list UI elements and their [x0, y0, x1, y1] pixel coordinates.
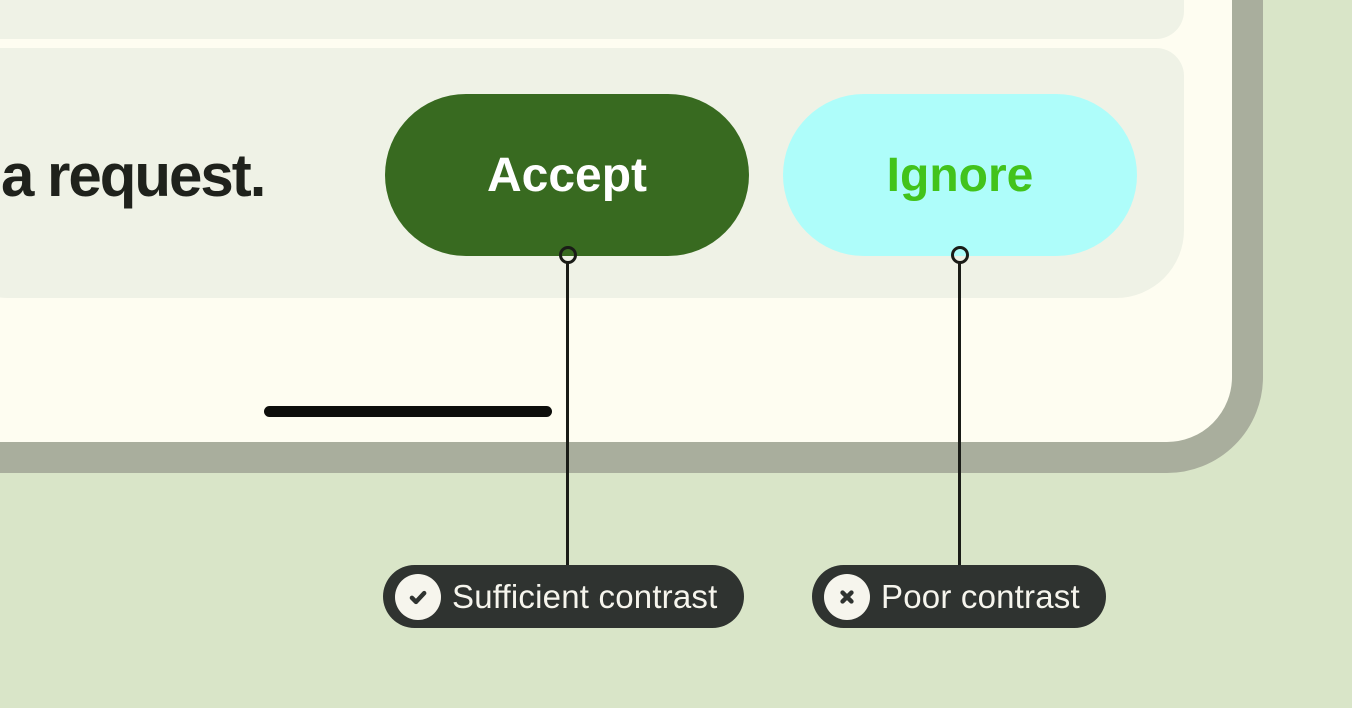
leader-line-ignore	[958, 262, 961, 565]
callout-label: Poor contrast	[881, 577, 1080, 615]
notification-message: a request.	[1, 142, 266, 209]
sufficient-contrast-callout: Sufficient contrast	[383, 565, 744, 628]
ignore-button[interactable]: Ignore	[783, 94, 1137, 256]
home-indicator	[264, 406, 552, 417]
callout-label: Sufficient contrast	[452, 577, 718, 615]
check-circle-icon	[395, 573, 441, 620]
notification-card-partial	[0, 0, 1184, 39]
leader-line-accept	[566, 262, 569, 565]
anchor-point-accept	[559, 246, 577, 264]
accept-button[interactable]: Accept	[385, 94, 749, 256]
poor-contrast-callout: Poor contrast	[812, 565, 1106, 628]
x-circle-icon	[824, 573, 870, 620]
anchor-point-ignore	[951, 246, 969, 264]
